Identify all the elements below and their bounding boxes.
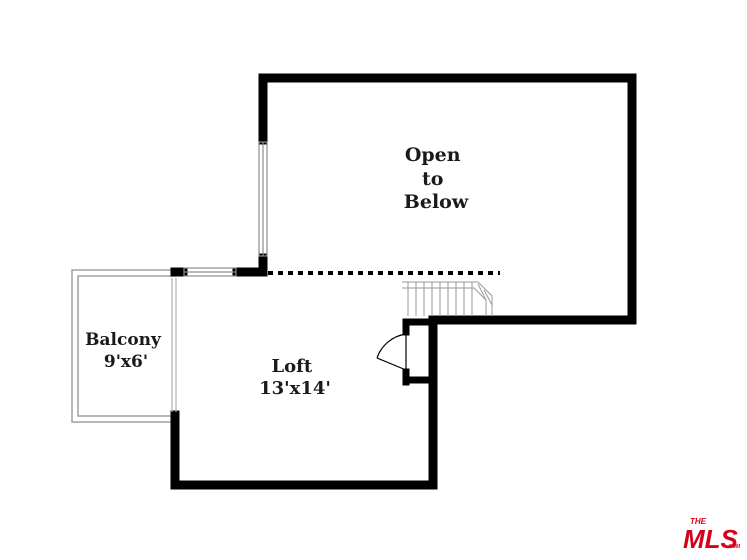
balcony-opening xyxy=(171,278,177,412)
exterior-walls xyxy=(170,73,637,490)
balcony-name: Balcony xyxy=(85,330,162,350)
label-balcony: Balcony 9'x6' xyxy=(85,330,167,372)
logo-suffix-text: .COM xyxy=(727,544,741,550)
stairs xyxy=(402,281,493,316)
label-loft: Loft 13'x14' xyxy=(259,356,331,399)
window-upper-left xyxy=(258,141,268,257)
balcony-outline xyxy=(71,269,176,423)
mls-logo: THE MLS .COM xyxy=(683,517,741,554)
open-below-line-3: Below xyxy=(404,191,469,213)
closet-door xyxy=(376,333,407,371)
loft-size: 13'x14' xyxy=(259,378,331,399)
window-balcony xyxy=(183,267,237,277)
closet-walls xyxy=(402,318,432,386)
logo-small-text: THE xyxy=(690,517,707,526)
balcony-size: 9'x6' xyxy=(104,352,148,372)
logo-main-text: MLS xyxy=(683,524,739,554)
open-below-line-1: Open xyxy=(405,144,461,166)
loft-name: Loft xyxy=(271,356,312,377)
label-open-below: Open to Below xyxy=(404,144,469,213)
open-below-line-2: to xyxy=(422,168,443,190)
